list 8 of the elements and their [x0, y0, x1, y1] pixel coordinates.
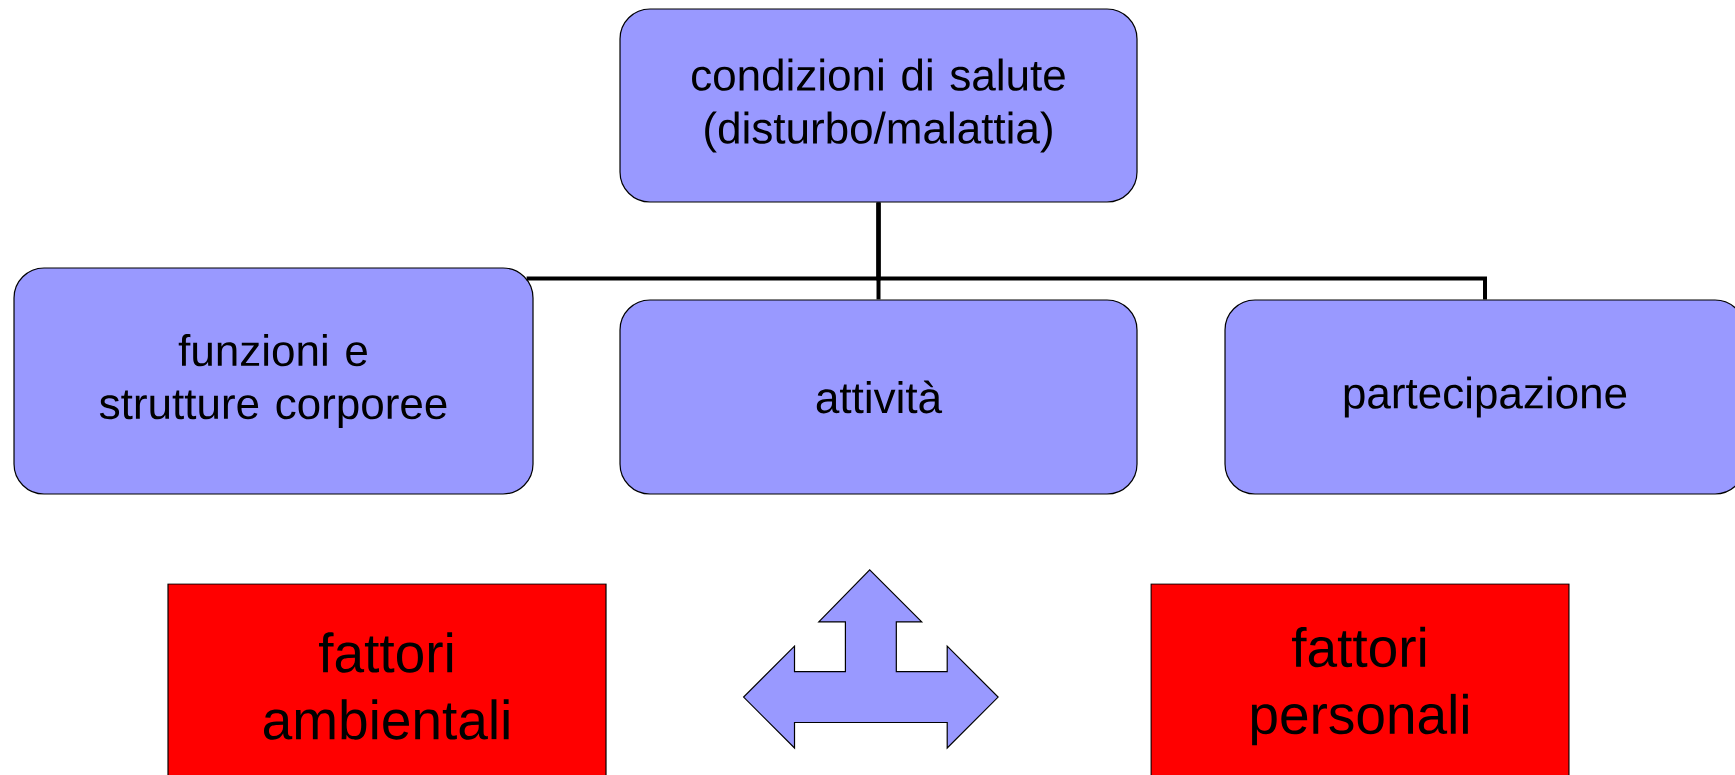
factor-box: fattori personali	[1150, 583, 1570, 775]
factor-box: fattori ambientali	[167, 583, 607, 775]
rounded-box: condizioni di salute (disturbo/malattia)	[619, 8, 1138, 203]
three-way-arrow	[742, 569, 999, 750]
connector-line	[876, 202, 1487, 300]
rounded-box: attività	[619, 299, 1138, 495]
rounded-box: funzioni e strutture corporee	[13, 267, 534, 495]
rounded-box: partecipazione	[1224, 299, 1735, 495]
